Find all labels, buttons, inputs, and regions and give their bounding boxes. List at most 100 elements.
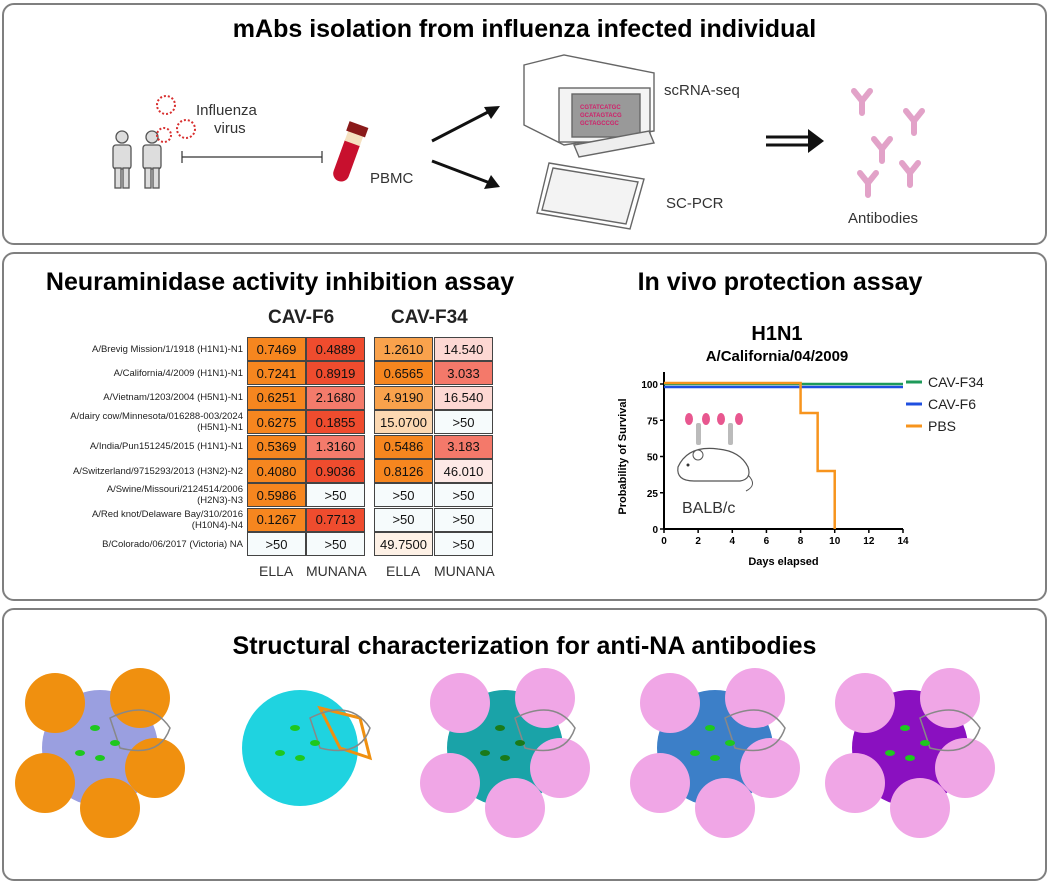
in-vivo-title: In vivo protection assay: [637, 268, 923, 296]
isolation-title: mAbs isolation from influenza infected i…: [232, 15, 817, 43]
heatmap-cell: 3.183: [434, 434, 493, 459]
heatmap-cell: 16.540: [434, 385, 493, 410]
x-tick-label: 8: [798, 536, 804, 547]
x-tick-label: 4: [730, 536, 736, 547]
chart-subtitle: A/California/04/2009: [706, 348, 849, 365]
heatmap-cell: 0.1267: [247, 507, 306, 532]
heatmap-cell: 0.7713: [306, 507, 365, 532]
na-antibody-structure: [242, 690, 373, 806]
row-label: A/India/Pun151245/2015 (H1N1)-N1: [90, 441, 243, 452]
y-tick-label: 50: [647, 453, 659, 464]
row-label-line: A/dairy cow/Minnesota/016288-003/2024: [70, 411, 243, 423]
arrow-icons: [431, 106, 500, 189]
virus-icon: [156, 95, 196, 143]
isolation-workflow: Influenza virus PBMC CGTATCATGC GCATAGTA…: [112, 54, 925, 230]
row-label-line: A/Red knot/Delaware Bay/310/2016: [91, 508, 243, 520]
x-tick-label: 0: [661, 536, 667, 547]
y-axis-label: Probability of Survival: [617, 398, 629, 514]
row-label-line: A/Vietnam/1203/2004 (H5N1)-N1: [103, 392, 243, 404]
row-label: A/Switzerland/9715293/2013 (H3N2)-N2: [73, 466, 243, 477]
legend-label: CAV-F34: [928, 374, 984, 390]
group-header-cav-f6: CAV-F6: [268, 307, 335, 328]
heatmap-cell: >50: [374, 483, 433, 508]
well-plate-icon: [536, 162, 645, 230]
screen-line-3: GCTAGCCGC: [580, 121, 620, 127]
heatmap-cell: 0.6565: [374, 361, 433, 386]
row-label: A/dairy cow/Minnesota/016288-003/2024(H5…: [70, 411, 243, 433]
antibodies-label: Antibodies: [848, 210, 918, 227]
scpcr-label: SC-PCR: [666, 195, 724, 212]
row-label: A/Brevig Mission/1/1918 (H1N1)-N1: [92, 344, 243, 355]
heatmap-cell: >50: [434, 410, 493, 435]
series-line-pbs: [664, 381, 836, 529]
row-label: A/Red knot/Delaware Bay/310/2016(H10N4)-…: [92, 509, 243, 531]
heatmap-cell: 46.010: [434, 459, 493, 483]
heatmap-cell: 0.6251: [247, 385, 306, 410]
virus-label-2: virus: [214, 120, 246, 137]
virus-label-1: Influenza: [196, 102, 258, 119]
x-tick-label: 14: [897, 536, 909, 547]
heatmap-cell: 15.0700: [374, 410, 433, 435]
row-label-line: (H2N3)-N3: [197, 495, 243, 507]
group-header-cav-f34: CAV-F34: [391, 307, 468, 328]
row-label-line: B/Colorado/06/2017 (Victoria) NA: [102, 538, 243, 550]
heatmap-cell: 0.4080: [247, 459, 306, 483]
heatmap-cell: 0.9036: [306, 459, 365, 483]
scrna-label: scRNA-seq: [664, 82, 740, 99]
heatmap-cell: 0.7241: [247, 361, 306, 386]
structures: [15, 668, 995, 838]
antibodies-icon: [851, 88, 925, 198]
people-icon: [112, 130, 162, 189]
heatmap-cell: 0.5369: [247, 434, 306, 459]
row-label-line: A/India/Pun151245/2015 (H1N1)-N1: [89, 441, 243, 453]
assay-panel: [2, 252, 1047, 601]
y-tick-label: 0: [652, 525, 658, 536]
column-label: ELLA: [259, 563, 294, 579]
blood-tube-icon: [333, 121, 369, 182]
heatmap-cell: 0.7469: [247, 337, 306, 361]
heatmap-cell: 0.6275: [247, 410, 306, 435]
heatmap-cell: >50: [247, 532, 306, 557]
row-label-line: A/California/4/2009 (H1N1)-N1: [113, 367, 243, 379]
inhibition-line: [181, 151, 323, 163]
na-antibody-structure: [420, 668, 590, 838]
row-label-line: (H10N4)-N4: [191, 519, 243, 531]
heatmap-cell: >50: [434, 483, 493, 508]
sequencer-icon: [523, 54, 655, 158]
x-tick-label: 12: [863, 536, 875, 547]
heatmap-cell: >50: [306, 532, 365, 557]
row-label: A/Vietnam/1203/2004 (H5N1)-N1: [103, 392, 243, 403]
heatmap-cell: 2.1680: [306, 385, 365, 410]
x-tick-label: 10: [829, 536, 841, 547]
nai-assay-title: Neuraminidase activity inhibition assay: [45, 268, 515, 296]
row-label-line: (H5N1)-N1: [197, 422, 243, 434]
heatmap-cell: 0.5486: [374, 434, 433, 459]
heatmap-cell: >50: [434, 532, 493, 557]
heatmap-cell: 3.033: [434, 361, 493, 386]
heatmap-cell: 4.9190: [374, 385, 433, 410]
na-antibody-structure: [825, 668, 995, 838]
row-label-line: A/Brevig Mission/1/1918 (H1N1)-N1: [91, 343, 243, 355]
heatmap-cell: 0.4889: [306, 337, 365, 361]
heatmap-cell: 0.8126: [374, 459, 433, 483]
row-label: A/California/4/2009 (H1N1)-N1: [114, 368, 243, 379]
na-antibody-structure: [15, 668, 185, 838]
heatmap-cell: 1.2610: [374, 337, 433, 361]
x-axis-label: Days elapsed: [748, 556, 818, 568]
row-label-line: A/Switzerland/9715293/2013 (H3N2)-N2: [72, 465, 243, 477]
column-label: MUNANA: [306, 563, 367, 579]
heatmap-cell: 1.3160: [306, 434, 365, 459]
y-tick-label: 75: [647, 416, 659, 427]
row-label: A/Swine/Missouri/2124514/2006(H2N3)-N3: [107, 484, 243, 506]
heatmap-cell: 14.540: [434, 337, 493, 361]
mouse-strain-label: BALB/c: [682, 500, 735, 517]
heatmap-cell: >50: [306, 483, 365, 508]
y-tick-label: 100: [641, 380, 658, 391]
column-label: MUNANA: [434, 563, 495, 579]
na-antibody-structure: [630, 668, 800, 838]
mouse-icon: [677, 413, 753, 492]
x-tick-label: 6: [764, 536, 770, 547]
pbmc-label: PBMC: [370, 170, 414, 187]
isolation-panel: mAbs isolation from influenza infected i…: [2, 3, 1047, 245]
